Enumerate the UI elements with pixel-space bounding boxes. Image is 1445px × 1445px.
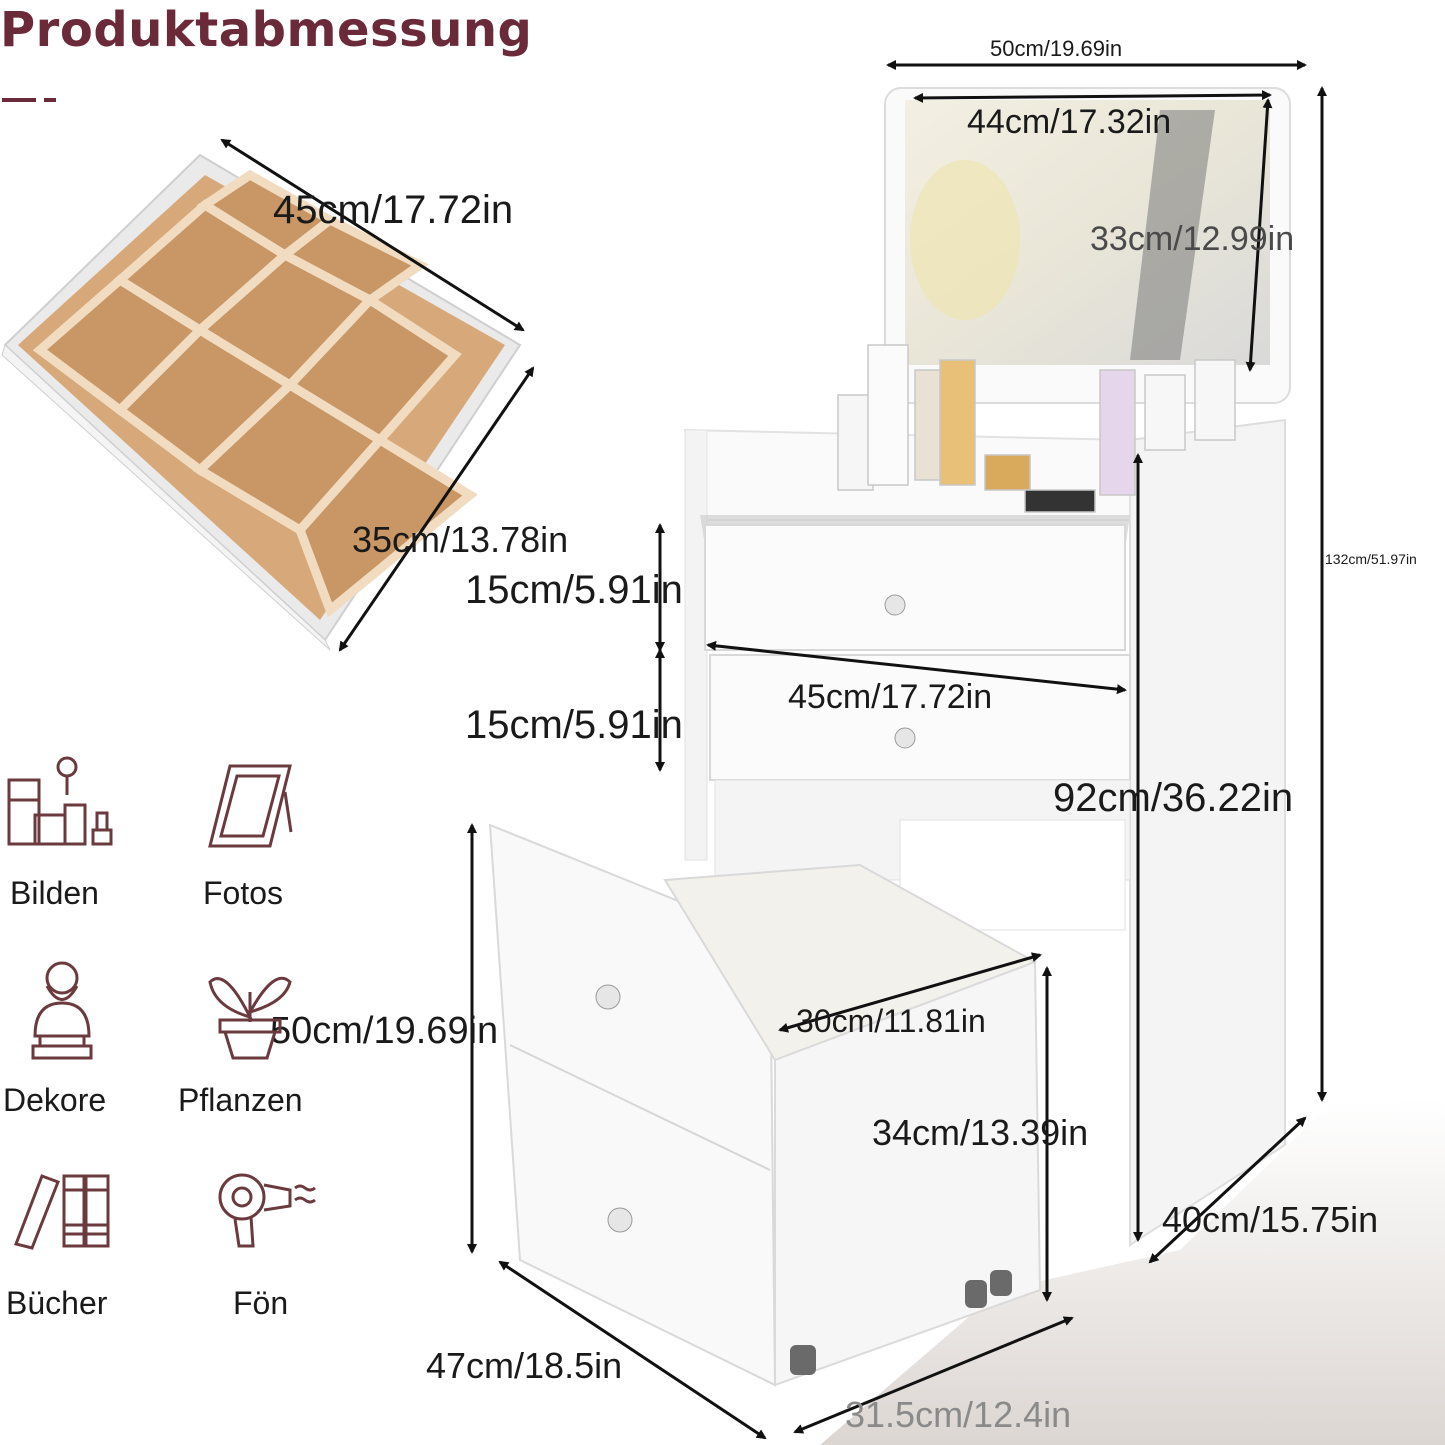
cosmetics-icon <box>7 756 113 846</box>
mirror-height-label: 33cm/12.99in <box>1090 220 1295 258</box>
drawer-width-label: 45cm/17.72in <box>788 678 993 716</box>
page-title: Produktabmessung <box>0 2 533 58</box>
drawer2-height-label: 15cm/5.91in <box>465 703 683 747</box>
stool-seat-width-label: 30cm/11.81in <box>796 1003 986 1039</box>
use-label-foen: Fön <box>233 1285 289 1321</box>
title-underline-dot <box>44 98 56 102</box>
stool-width-label: 31.5cm/12.4in <box>845 1394 1072 1435</box>
books-icon <box>13 1174 110 1250</box>
bust-statue-icon <box>31 961 93 1060</box>
total-height-label: 132cm/51.97in <box>1325 551 1417 567</box>
use-label-pflanzen: Pflanzen <box>178 1082 303 1118</box>
stool-height-label: 50cm/19.69in <box>270 1010 499 1052</box>
use-label-dekore: Dekore <box>3 1082 107 1118</box>
photo-frame-icon <box>208 764 293 848</box>
stool-depth-label: 47cm/18.5in <box>426 1345 623 1386</box>
stool <box>488 823 1042 1387</box>
drawer1-height-label: 15cm/5.91in <box>465 568 683 612</box>
flip-mirror <box>884 87 1291 404</box>
use-label-bilden: Bilden <box>10 875 99 911</box>
dimension-arrows <box>220 60 1327 1440</box>
use-label-buecher: Bücher <box>6 1285 108 1321</box>
use-label-fotos: Fotos <box>203 875 284 911</box>
hair-dryer-icon <box>218 1173 316 1248</box>
mirror-outer-width-label: 50cm/19.69in <box>990 36 1123 61</box>
stool-body-height-label: 34cm/13.39in <box>872 1112 1089 1153</box>
vanity-table <box>683 418 1286 1247</box>
table-depth-label: 40cm/15.75in <box>1162 1199 1379 1240</box>
organizer-depth-label: 35cm/13.78in <box>352 519 569 560</box>
mirror-inner-width-label: 44cm/17.32in <box>967 103 1172 141</box>
cosmetics <box>837 344 1236 513</box>
table-height-label: 92cm/36.22in <box>1053 776 1294 820</box>
potted-plant-icon <box>208 976 292 1060</box>
title-underline <box>2 98 36 102</box>
organizer-width-label: 45cm/17.72in <box>273 188 514 232</box>
